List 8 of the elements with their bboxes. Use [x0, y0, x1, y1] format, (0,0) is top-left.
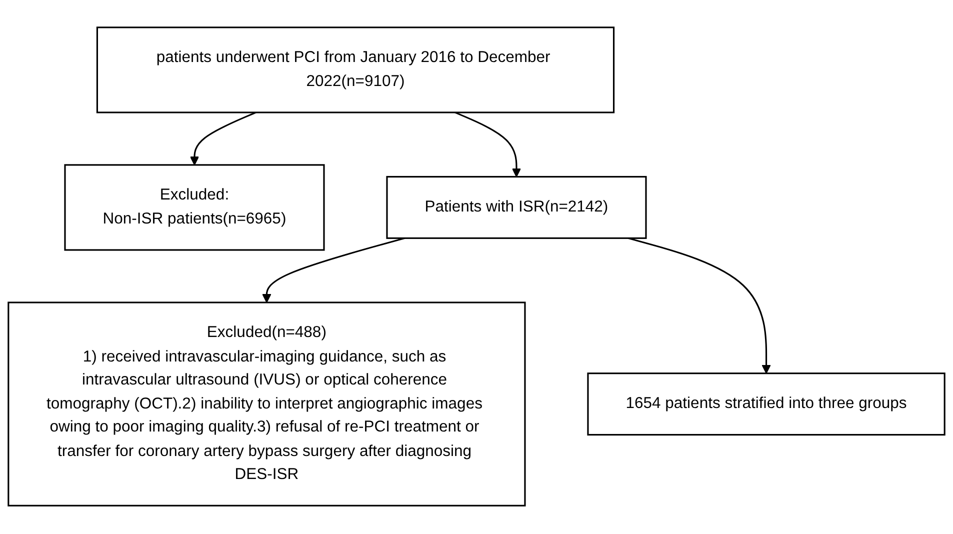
arrow: [454, 112, 522, 178]
arrow: [190, 112, 256, 166]
node-box: [96, 27, 615, 114]
node-box: [8, 302, 526, 507]
node-box: [386, 176, 647, 240]
node-box: [64, 164, 325, 252]
flowchart-drawing: patients underwent PCI from January 2016 to December 2022(n=9107) Excluded: Non-ISR patients(n=6965) Patients with ISR(n=2142) Excluded(n=488) 1) received intravascular-imaging guidance, such as intravascular ultrasound (IVUS) or optical coherence tomography (OCT).2) inability to interpret angiographic images owing to poor imaging quality.3) refusal of re-PCI treatment or transfer for coronary artery bypass surgery after diagnosing DES-ISR 1654 patients stratified into three groups: [0, 19, 953, 515]
node-box: [587, 373, 946, 436]
